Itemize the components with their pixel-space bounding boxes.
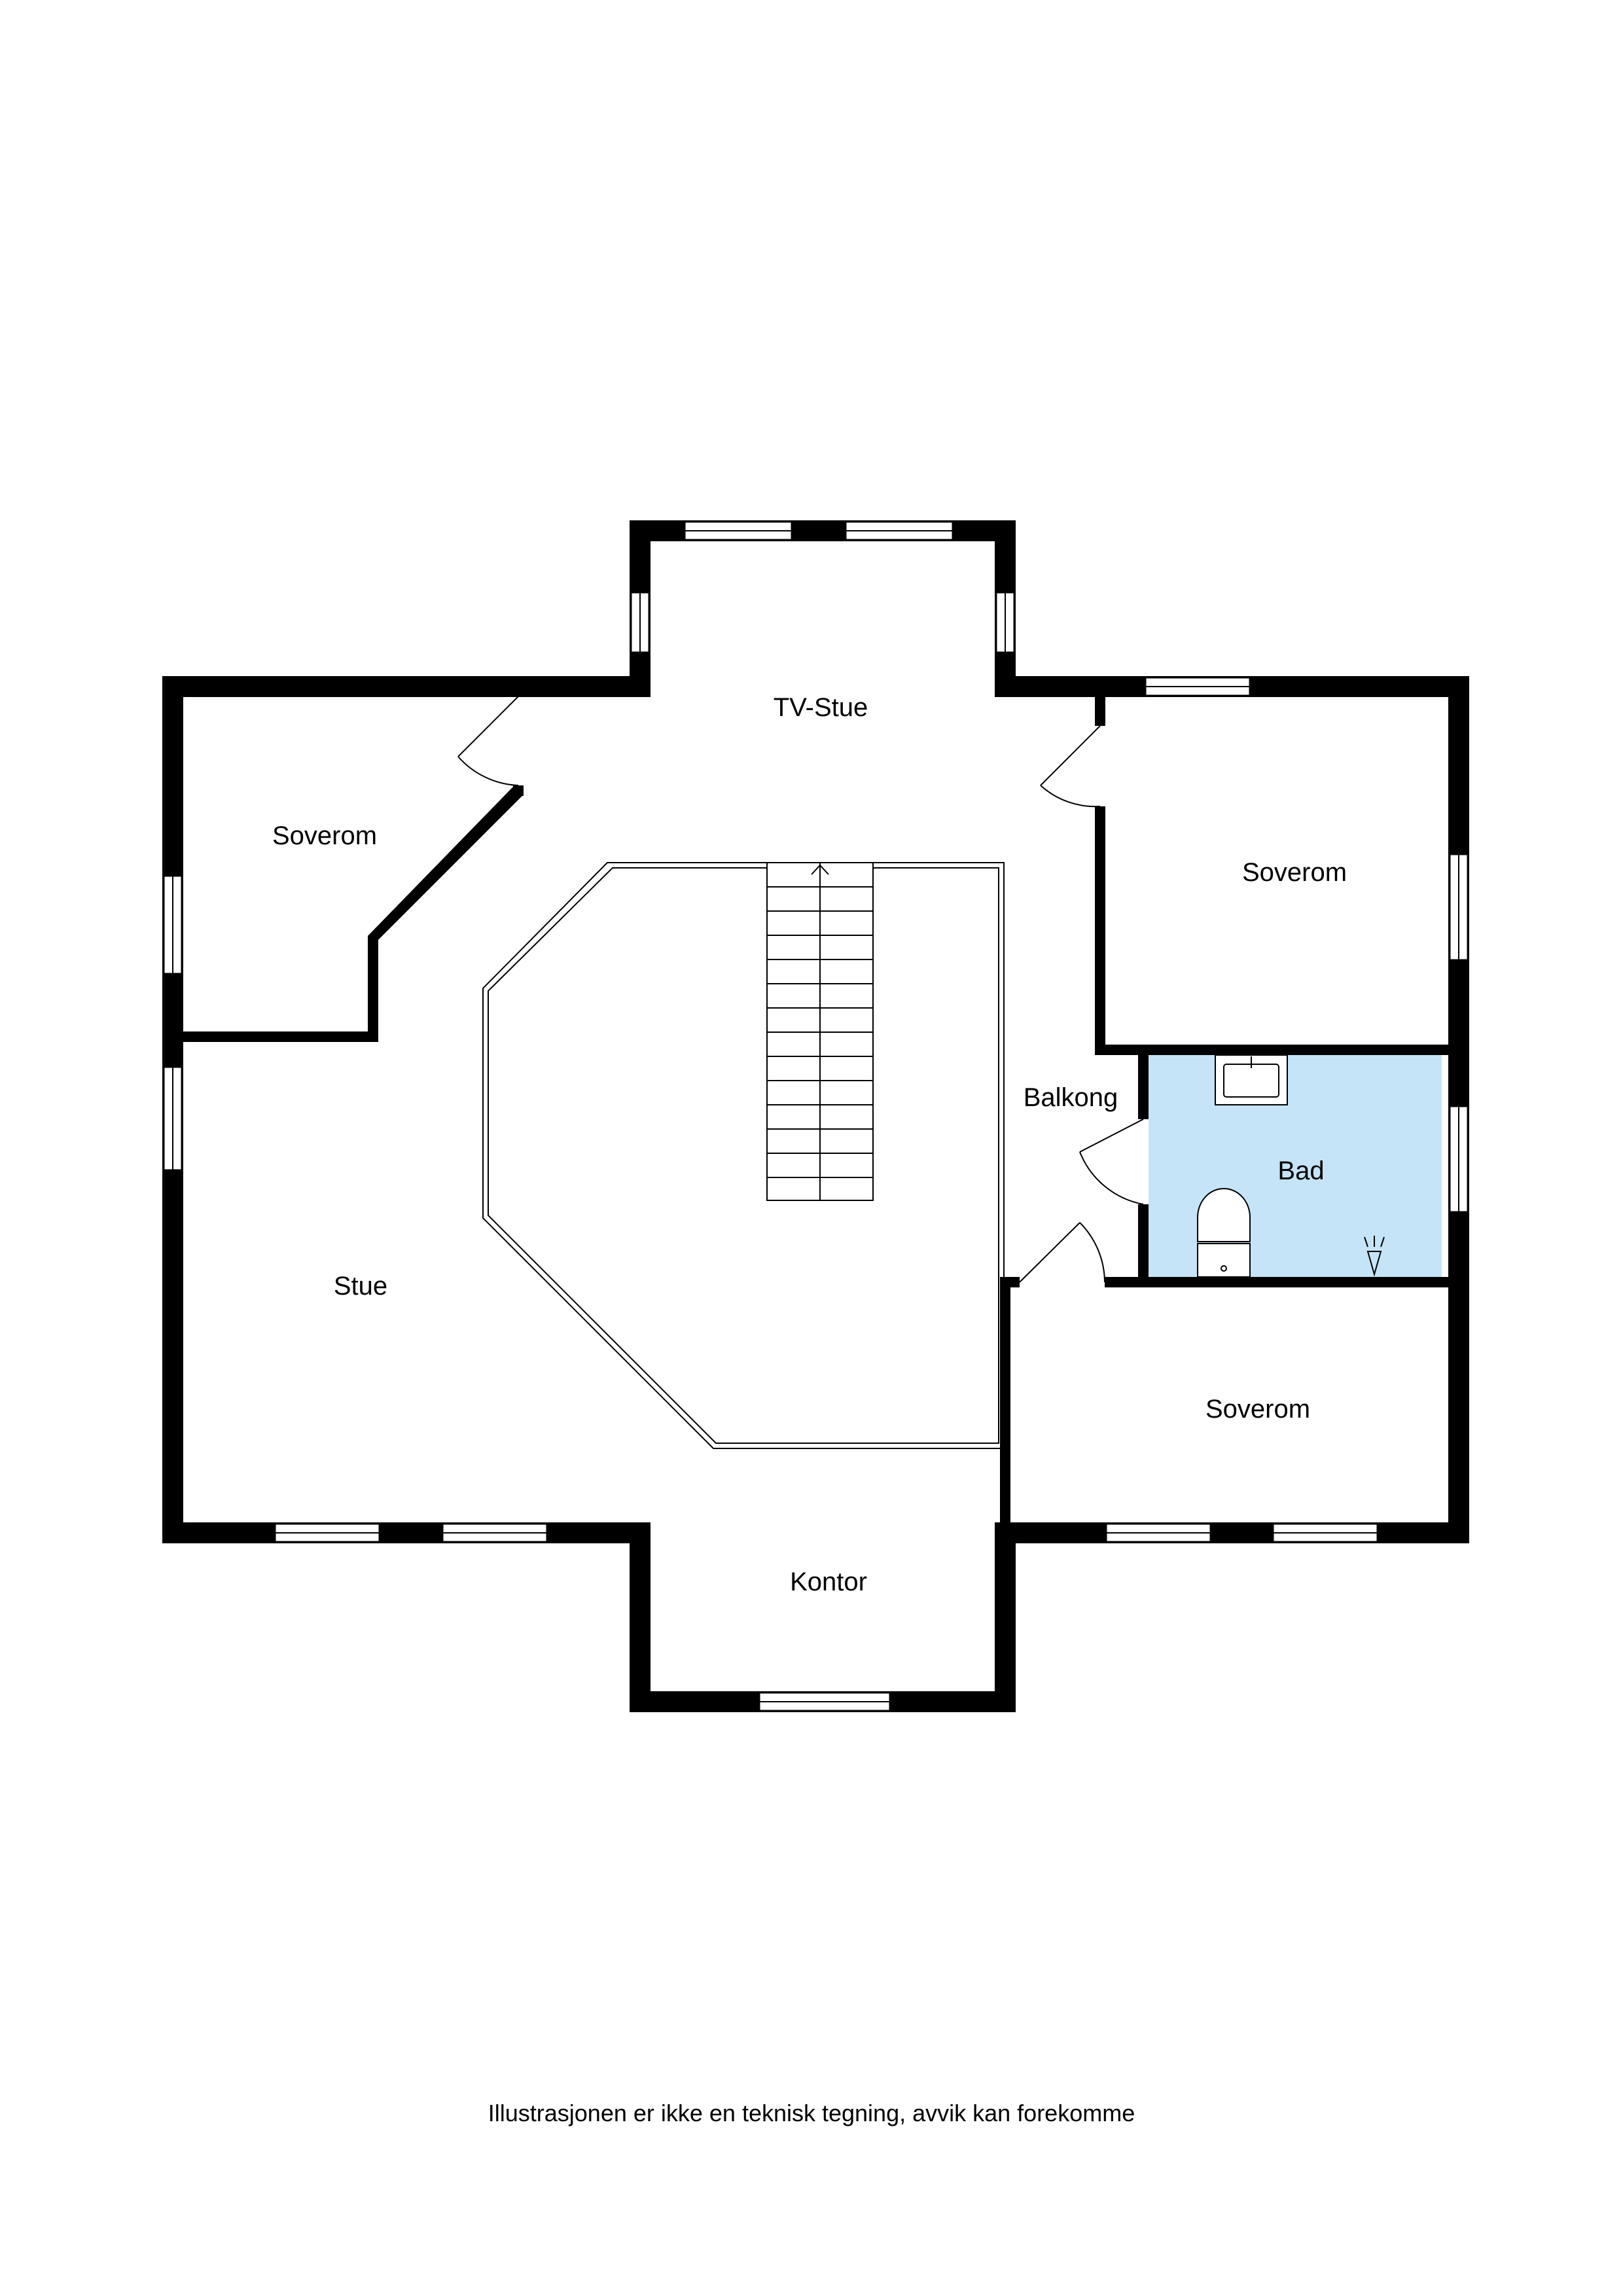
shower-icon [1364, 1236, 1385, 1277]
room-label-soverom-nw: Soverom [272, 821, 377, 850]
room-label-stue: Stue [334, 1272, 387, 1300]
toilet-icon [1197, 1188, 1251, 1278]
room-label-bad: Bad [1277, 1157, 1324, 1185]
room-label-soverom-se: Soverom [1205, 1395, 1310, 1424]
disclaimer-text: Illustrasjonen er ikke en teknisk tegnin… [488, 2100, 1135, 2126]
room-label-soverom-ne: Soverom [1242, 858, 1347, 887]
stair-arrow-icon [811, 864, 829, 875]
sink-icon [1215, 1054, 1288, 1105]
interior-walls [183, 687, 1448, 1522]
doors [457, 696, 1144, 1283]
room-label-tv-stue: TV-Stue [774, 693, 868, 722]
staircase [766, 862, 874, 1201]
room-label-kontor: Kontor [790, 1568, 867, 1596]
window-mullions [172, 530, 1459, 1702]
stair-railing [482, 862, 1005, 1449]
room-label-balkong: Balkong [1024, 1083, 1118, 1112]
